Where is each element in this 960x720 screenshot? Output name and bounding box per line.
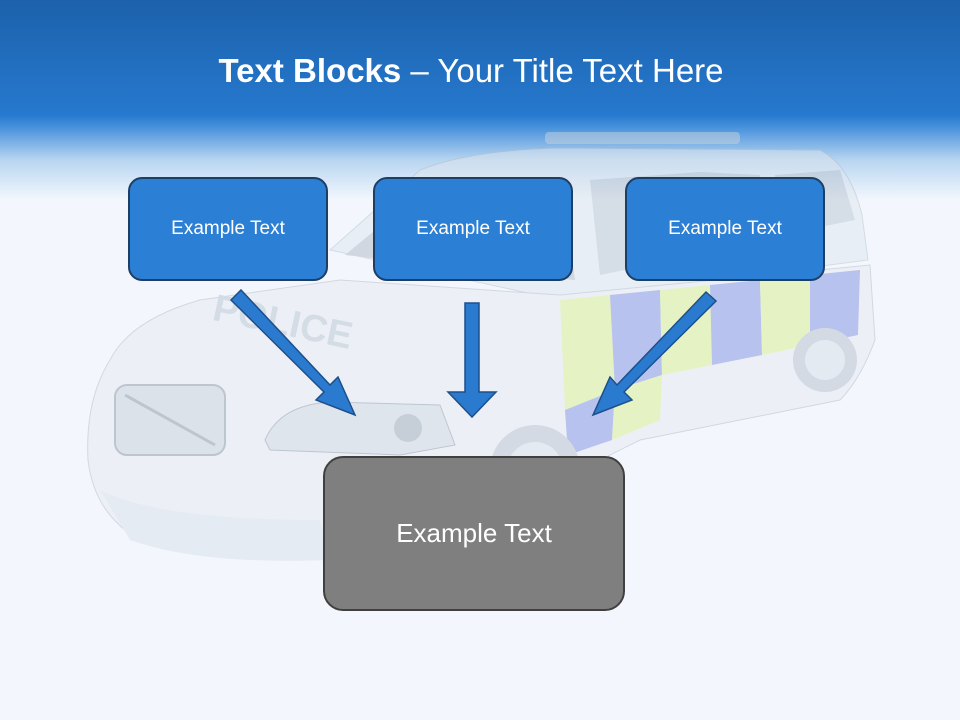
slide-title: Text Blocks – Your Title Text Here [0, 52, 942, 90]
title-rest-part: – Your Title Text Here [401, 52, 724, 89]
text-block-main[interactable]: Example Text [323, 456, 625, 611]
text-block-3[interactable]: Example Text [625, 177, 825, 281]
title-bold-part: Text Blocks [218, 52, 402, 89]
text-block-1[interactable]: Example Text [128, 177, 328, 281]
arrow-center [446, 302, 498, 419]
text-block-2[interactable]: Example Text [373, 177, 573, 281]
arrow-right [591, 290, 718, 417]
arrow-left [229, 288, 357, 417]
